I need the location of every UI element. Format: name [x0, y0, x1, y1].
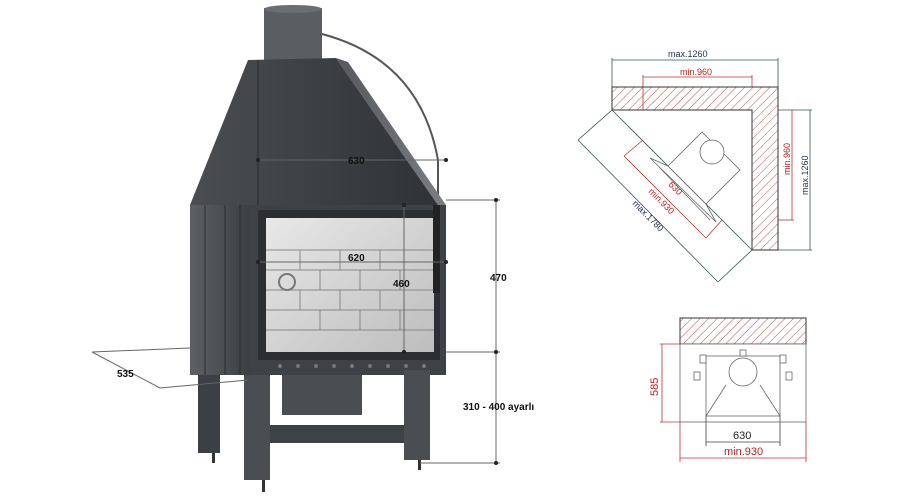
leg-right [404, 370, 430, 460]
wall-front-width: 630 [733, 430, 751, 442]
damper-rod [321, 33, 439, 205]
dim-body-height: 470 [490, 273, 507, 284]
ash-box [282, 375, 362, 415]
corner-min-width: min.960 [680, 67, 712, 77]
leg-left-front [244, 375, 270, 480]
dim-width-glass: 620 [348, 253, 365, 264]
corner-front-width: 630 [667, 179, 685, 197]
dim-width-top: 630 [348, 156, 365, 167]
back-wall [679, 317, 807, 345]
corner-plan: max.1260 min.960 min.960 max.1260 630 mi… [577, 49, 812, 283]
corner-max-width: max.1260 [668, 49, 708, 59]
fireplace-dimensions [91, 159, 500, 464]
dim-leg-height: 310 - 400 ayarlı [463, 402, 534, 413]
dim-glass-height: 460 [393, 279, 410, 290]
corner-max-side: max.1260 [800, 155, 810, 195]
chimney-pipe [264, 8, 322, 60]
leg-left-back [198, 375, 220, 453]
leg-crossbar [270, 425, 404, 443]
hood [190, 58, 438, 205]
logo-emblem [278, 273, 296, 291]
wall-plan: 585 630 min.930 [649, 317, 807, 462]
wall-min-width: min.930 [724, 446, 763, 458]
wall-fireplace-outline [693, 349, 793, 417]
firebrick-wall [266, 249, 434, 331]
fireplace-render [190, 5, 446, 492]
vent-dots [278, 364, 426, 368]
body-side [190, 205, 250, 375]
dim-depth: 535 [117, 369, 134, 380]
corner-min-side: min.960 [782, 143, 792, 175]
door-handle-icon [433, 205, 440, 293]
wall-depth: 585 [649, 378, 661, 396]
